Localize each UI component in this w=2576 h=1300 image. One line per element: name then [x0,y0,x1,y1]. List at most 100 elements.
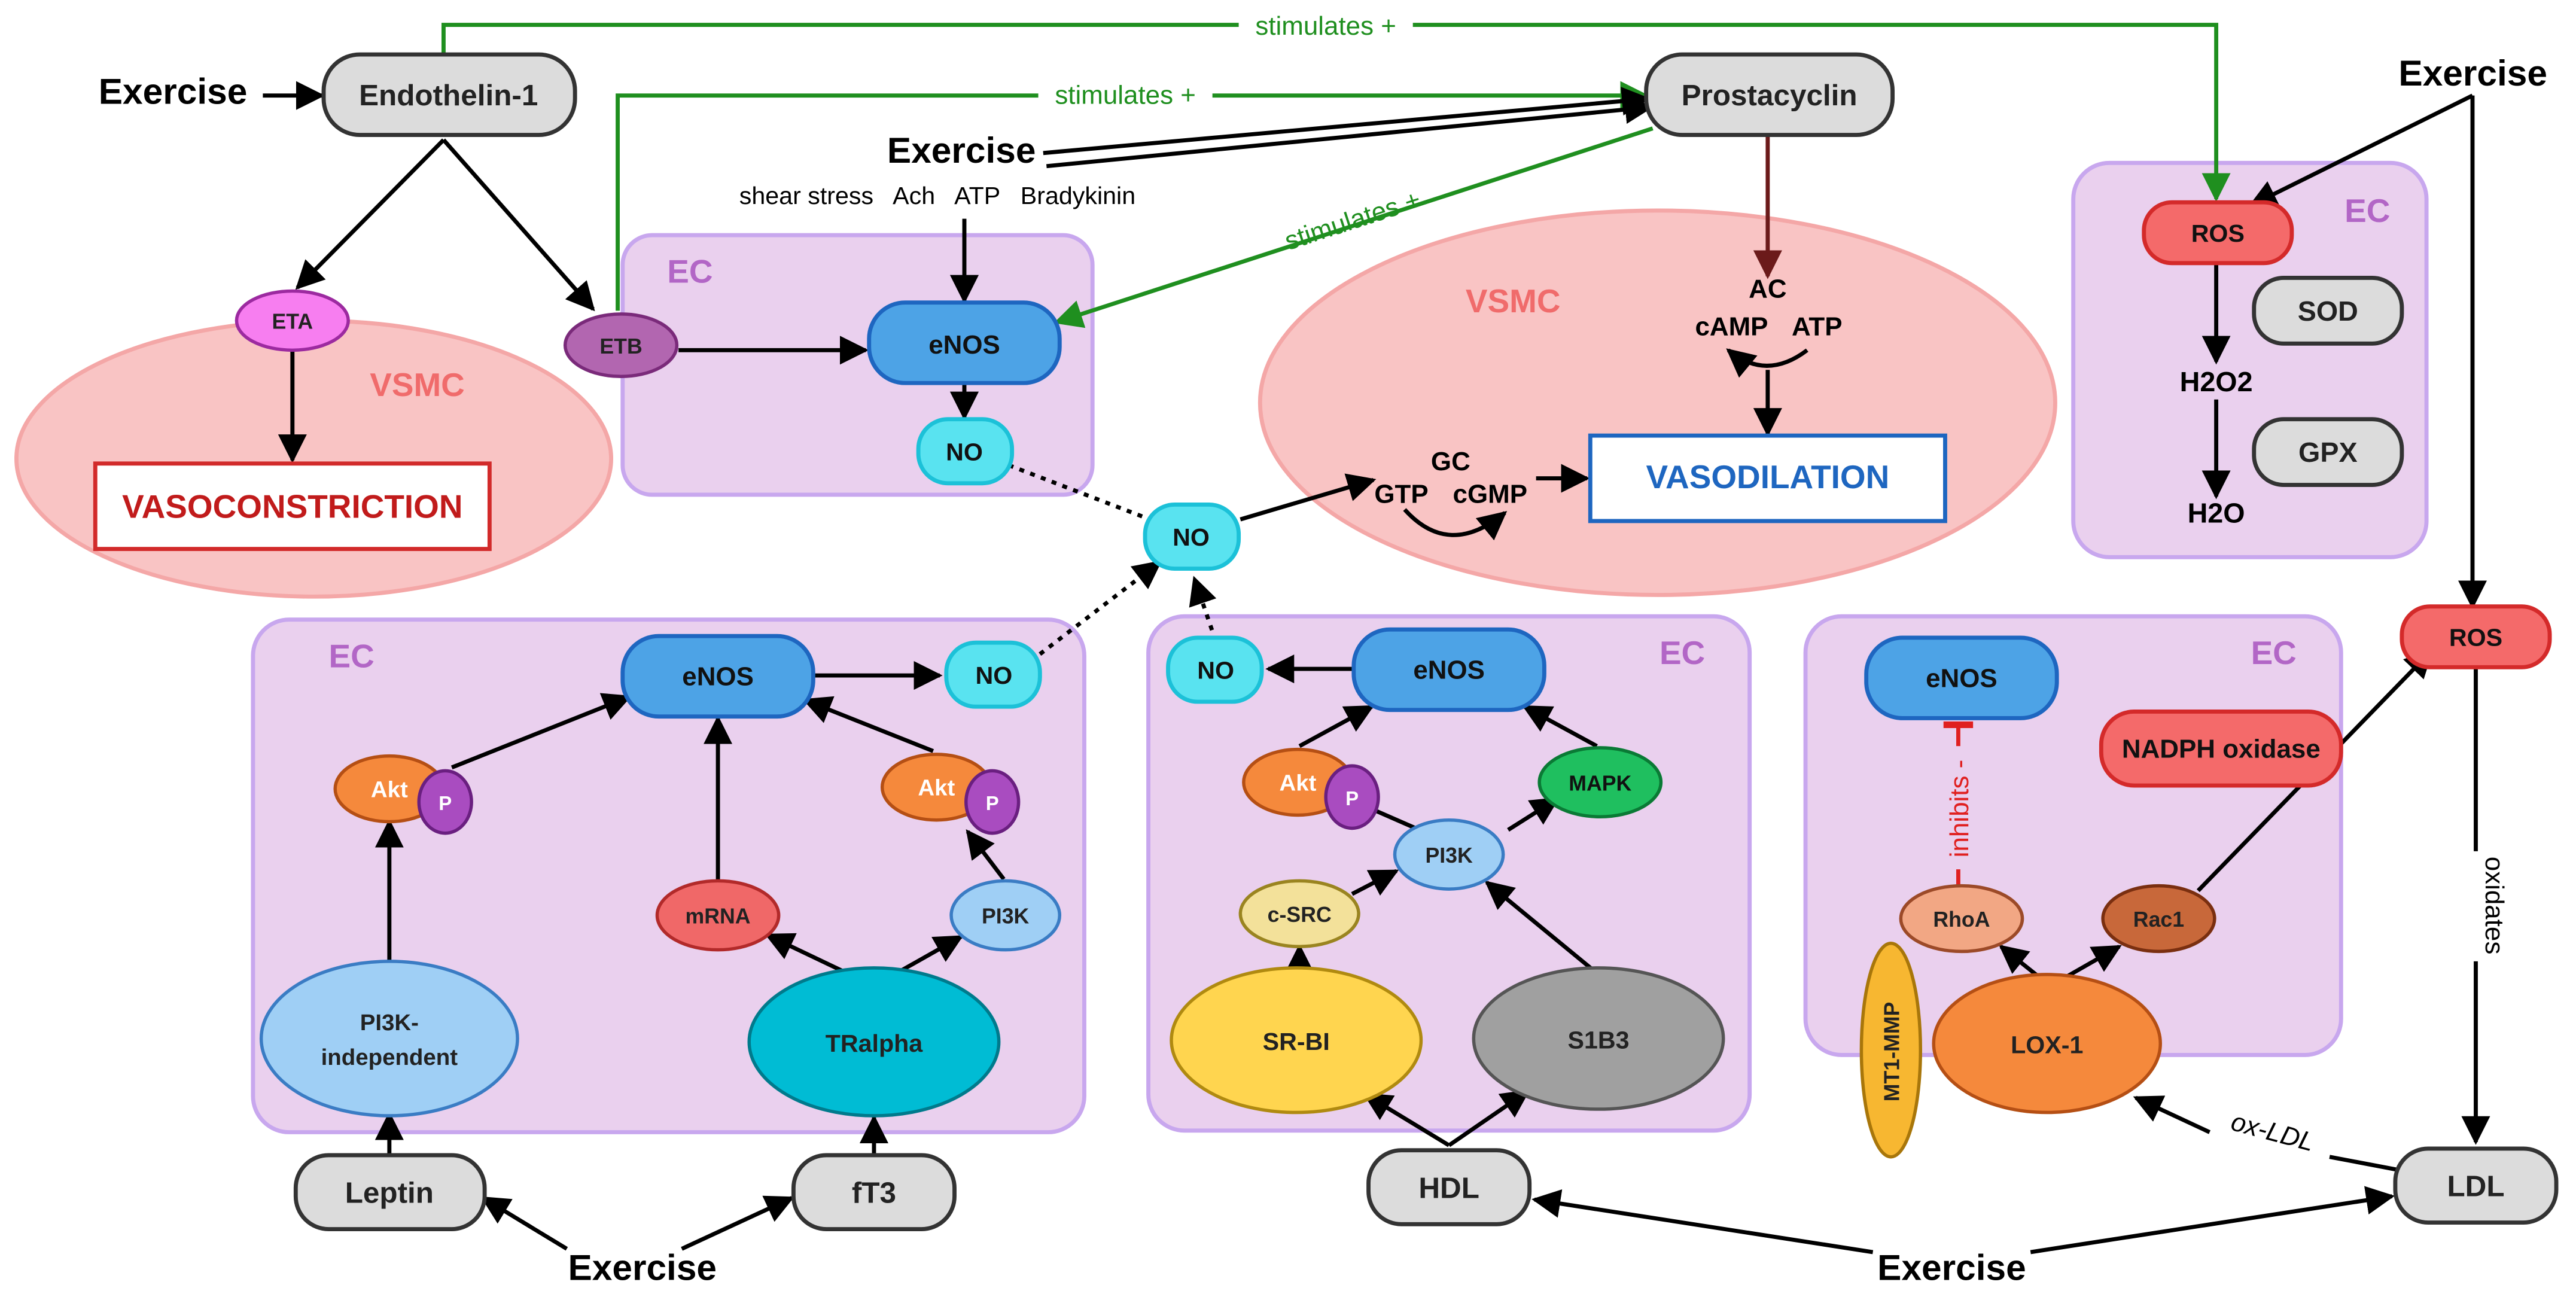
svg-text:ETB: ETB [599,334,642,358]
endothelin-node: Endothelin-1 [321,52,577,138]
ldl-node: LDL [2393,1146,2559,1225]
stimulates-label-middle: stimulates + [1055,80,1196,109]
vsmc-left-label: VSMC [370,366,465,403]
gtp-label: GTP [1374,480,1428,509]
svg-text:NO: NO [946,438,983,465]
ec-mid-bottom-label: EC [1660,634,1705,671]
svg-text:Akt: Akt [918,775,955,801]
cgmp-label: cGMP [1453,480,1527,509]
ft3-node: fT3 [791,1153,957,1231]
pi3k-independent-node: PI3K- independent [259,960,519,1118]
exercise-bottom-left: Exercise [568,1247,717,1288]
vasoconstriction-box: VASOCONSTRICTION [93,461,492,552]
svg-text:ROS: ROS [2191,220,2245,247]
svg-text:Akt: Akt [371,777,408,802]
h2o-label: H2O [2188,498,2245,529]
lox1-node: LOX-1 [1932,973,2162,1115]
mt1mmp-node: MT1-MMP [1859,941,1923,1159]
enos-left-node: eNOS [620,634,815,719]
svg-text:ROS: ROS [2449,624,2502,651]
svg-text:PI3K: PI3K [1425,844,1473,867]
svg-text:HDL: HDL [1418,1171,1479,1204]
exercise-top-left: Exercise [99,71,248,111]
no-central-node: NO [1143,503,1241,571]
enos-top-node: eNOS [867,300,1062,385]
pi3k-mid-node: PI3K [1393,818,1505,891]
svg-text:VASODILATION: VASODILATION [1646,458,1890,495]
svg-text:ETA: ETA [272,310,313,334]
svg-text:Prostacyclin: Prostacyclin [1682,79,1858,112]
enos-right-node: eNOS [1864,635,2059,720]
ros-right-node: ROS [2400,604,2552,669]
svg-text:S1B3: S1B3 [1568,1026,1630,1054]
svg-text:eNOS: eNOS [682,662,754,692]
svg-text:NO: NO [1197,657,1234,684]
svg-text:LDL: LDL [2447,1170,2504,1203]
svg-text:NADPH oxidase: NADPH oxidase [2122,734,2321,763]
svg-text:c-SRC: c-SRC [1268,903,1332,927]
svg-text:eNOS: eNOS [928,330,1000,360]
prostacyclin-node: Prostacyclin [1644,52,1895,138]
svg-text:SR-BI: SR-BI [1263,1028,1330,1055]
ac-label: AC [1749,274,1786,303]
svg-text:PI3K: PI3K [982,905,1030,928]
svg-text:LOX-1: LOX-1 [2011,1031,2083,1059]
ec-top-label: EC [667,253,712,290]
stimulates-label-top: stimulates + [1255,11,1396,41]
vsmc-right-region: VSMC [1257,208,2057,597]
svg-text:NO: NO [976,662,1013,689]
pi3k-left-node: PI3K [949,879,1062,952]
svg-text:Endothelin-1: Endothelin-1 [359,79,538,112]
p-right-node: P [964,769,1021,835]
gc-label: GC [1431,447,1470,476]
no-mid-node: NO [1166,635,1264,704]
vasodilation-box: VASODILATION [1588,433,1947,523]
svg-text:Leptin: Leptin [345,1177,434,1210]
ec-left-bottom-label: EC [329,637,374,674]
hdl-node: HDL [1366,1148,1532,1226]
svg-text:RhoA: RhoA [1933,908,1990,931]
etb-node: ETB [563,312,679,379]
sod-node: SOD [2252,276,2404,346]
svg-text:independent: independent [321,1045,458,1070]
camp-label: cAMP [1695,312,1768,342]
svg-text:VASOCONSTRICTION: VASOCONSTRICTION [122,488,462,525]
inhibits-label: inhibits - [1945,760,1974,858]
nadph-oxidase-node: NADPH oxidase [2099,710,2343,788]
akt-left-node: Akt [333,754,446,824]
ec-right-bottom-label: EC [2251,634,2297,671]
mrna-node: mRNA [655,879,781,952]
svg-text:MAPK: MAPK [1569,771,1631,795]
p-left-node: P [417,769,473,835]
vsmc-right-label: VSMC [1466,282,1561,319]
enos-mid-node: eNOS [1351,627,1546,713]
svg-text:P: P [986,792,999,814]
svg-text:eNOS: eNOS [1413,656,1485,685]
csrc-node: c-SRC [1238,879,1360,948]
atp-vsmc-label: ATP [1792,312,1843,342]
ros-top-node: ROS [2142,200,2294,266]
oxldl-label: ox-LDL [2228,1107,2317,1157]
inhibit-connector: inhibits - [1943,721,1974,888]
svg-text:eNOS: eNOS [1926,663,1998,693]
exercise-top-middle: Exercise [887,130,1036,171]
p-mid-node: P [1324,764,1380,830]
no-top-node: NO [916,417,1015,486]
srbi-node: SR-BI [1170,966,1423,1115]
s1b3-node: S1B3 [1472,966,1725,1111]
tralpha-node: TRalpha [747,966,1001,1118]
mapk-node: MAPK [1537,746,1663,818]
svg-text:PI3K-: PI3K- [360,1010,419,1036]
svg-text:GPX: GPX [2298,437,2358,468]
svg-text:P: P [439,792,452,814]
svg-text:SOD: SOD [2298,296,2358,327]
leptin-node: Leptin [293,1153,487,1231]
svg-text:P: P [1345,787,1359,809]
stimulates-label-diagonal: stimulates + [1281,185,1424,256]
svg-text:TRalpha: TRalpha [826,1030,924,1057]
oxidates-label: oxidates [2480,857,2509,955]
eta-node: ETA [235,289,350,352]
ec-ros-label: EC [2344,192,2390,229]
svg-text:MT1-MMP: MT1-MMP [1880,1002,1904,1102]
